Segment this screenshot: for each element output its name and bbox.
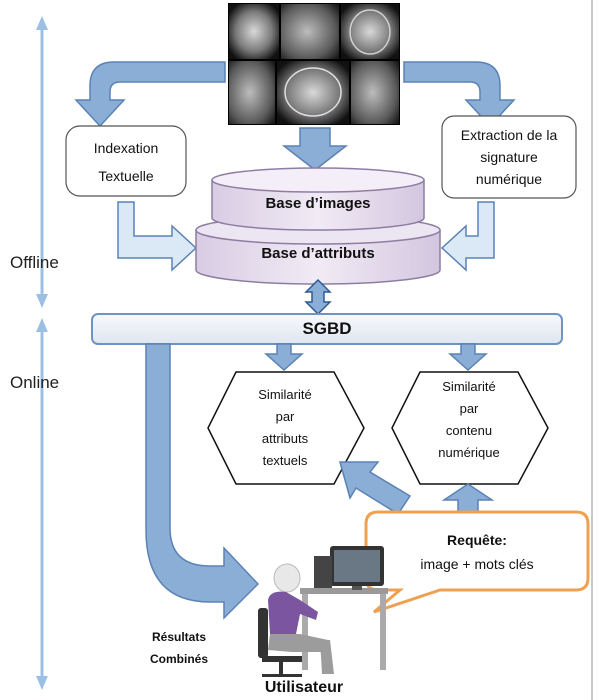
user-label: Utilisateur <box>264 679 344 696</box>
indexation-line2: Textuelle <box>98 168 154 184</box>
text-similarity-line1: Similarité <box>258 387 312 402</box>
offline-label: Offline <box>10 253 59 272</box>
query-callout <box>364 510 590 614</box>
attributes-database-label: Base d’attributs <box>261 245 375 262</box>
results-arrow <box>145 343 260 620</box>
mri-thumbnail <box>229 61 275 124</box>
text-similarity-line2: par <box>275 409 295 424</box>
mri-thumbnail <box>229 4 279 59</box>
text-similarity-text: Similarité par attributs textuels <box>222 384 348 472</box>
extraction-line3: numérique <box>475 171 543 187</box>
results-text: Résultats Combinés <box>124 626 234 670</box>
sgbd-label: SGBD <box>302 319 352 338</box>
indexation-box <box>65 125 187 197</box>
mri-thumbnail <box>281 4 339 59</box>
extraction-line1: Extraction de la <box>460 127 558 143</box>
extraction-line2: signature <box>480 149 538 165</box>
arrow-database-sgbd <box>304 278 332 316</box>
images-database-label: Base d’images <box>265 195 371 212</box>
mri-thumbnail <box>351 61 399 124</box>
extraction-box <box>441 115 577 199</box>
online-timeline-arrow <box>36 318 48 690</box>
text-similarity-hexagon <box>207 371 365 485</box>
arrow-extraction-to-database <box>440 201 495 272</box>
offline-timeline-arrow <box>36 16 48 308</box>
numeric-similarity-text: Similarité par contenu numérique <box>406 376 532 464</box>
arrow-query-to-text-similarity <box>339 461 412 516</box>
results-line1: Résultats <box>151 630 207 644</box>
arrow-sgbd-to-numeric-similarity <box>448 343 488 372</box>
sgbd-bar <box>91 313 563 345</box>
curved-arrow-to-extraction <box>403 61 516 128</box>
indexation-line1: Indexation <box>93 140 159 156</box>
numeric-similarity-line1: Similarité <box>442 379 496 394</box>
text-similarity-line4: textuels <box>262 453 308 468</box>
user-computer-icon <box>258 546 388 677</box>
numeric-similarity-line2: par <box>459 401 479 416</box>
query-text: Requête: image + mots clés <box>366 528 588 576</box>
arrow-sgbd-to-text-similarity <box>264 343 304 372</box>
arrow-images-to-database <box>281 127 349 171</box>
query-body: image + mots clés <box>420 556 534 572</box>
curved-arrow-to-indexation <box>74 61 226 128</box>
database-stack <box>195 167 441 285</box>
text-similarity-line3: attributs <box>261 431 309 446</box>
images-database <box>211 179 425 231</box>
query-title: Requête: <box>447 532 507 548</box>
indexation-text: Indexation Textuelle <box>66 134 186 190</box>
results-line2: Combinés <box>149 652 208 666</box>
arrow-indexation-to-database <box>117 201 198 272</box>
mri-thumbnail <box>277 61 349 124</box>
numeric-similarity-hexagon <box>391 371 549 485</box>
numeric-similarity-line4: numérique <box>438 445 500 460</box>
medical-images-collage <box>228 3 400 125</box>
arrow-query-to-numeric-similarity <box>441 483 495 513</box>
numeric-similarity-line3: contenu <box>445 423 493 438</box>
extraction-text: Extraction de la signature numérique <box>442 124 576 190</box>
online-label: Online <box>10 373 60 392</box>
